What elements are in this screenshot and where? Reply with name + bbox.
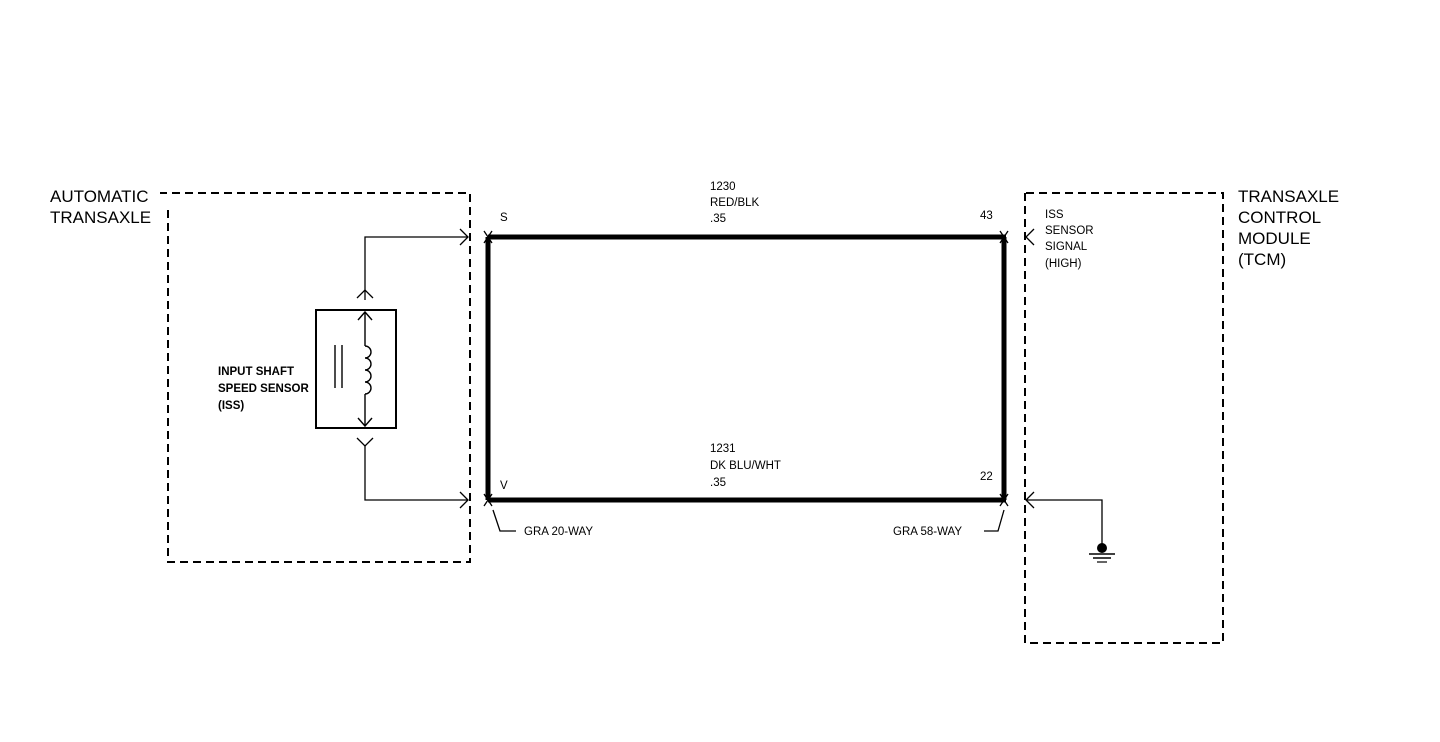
sensor-lead-top bbox=[364, 236, 468, 300]
wire-bottom-color: DK BLU/WHT bbox=[710, 460, 781, 472]
wire-top-gauge: .35 bbox=[710, 213, 726, 225]
wire-bottom-circuit: 1231 bbox=[710, 443, 736, 455]
wire-bottom-gauge: .35 bbox=[710, 477, 726, 489]
connector-bracket-right bbox=[984, 509, 1005, 532]
sensor-lead-top-pin bbox=[356, 289, 374, 299]
sensor-label-line-2: SPEED SENSOR bbox=[218, 383, 309, 395]
sensor-box bbox=[315, 309, 397, 429]
connector-labels: GRA 20-WAY GRA 58-WAY bbox=[492, 509, 1005, 538]
automatic-transaxle-title-line-1: AUTOMATIC bbox=[50, 187, 149, 206]
connector-tick-left-top bbox=[483, 230, 493, 244]
tcm-ground-lead bbox=[1026, 499, 1103, 544]
wire-top-circuit: 1230 bbox=[710, 181, 736, 193]
tcm-signal-label-line-3: SIGNAL bbox=[1045, 241, 1088, 253]
connector-tick-right-top bbox=[999, 230, 1009, 244]
harness-wires: S 1230 RED/BLK .35 43 V 1231 DK BLU/WHT … bbox=[483, 181, 1009, 507]
tcm-boundary bbox=[1024, 192, 1224, 644]
tcm-title-line-4: (TCM) bbox=[1238, 250, 1286, 269]
connector-bracket-left bbox=[492, 509, 516, 532]
ground-icon bbox=[1089, 543, 1115, 563]
sensor-lead-bottom bbox=[364, 446, 468, 501]
tcm-input-arrow-top bbox=[1025, 228, 1035, 246]
input-shaft-speed-sensor: INPUT SHAFT SPEED SENSOR (ISS) bbox=[218, 228, 469, 509]
right-pin-top: 43 bbox=[980, 210, 993, 222]
sensor-label-line-3: (ISS) bbox=[218, 400, 244, 412]
sensor-lead-bottom-pin bbox=[356, 437, 374, 447]
connector-tick-left-bottom bbox=[483, 493, 493, 507]
automatic-transaxle-module: AUTOMATIC TRANSAXLE bbox=[50, 187, 471, 563]
tcm-title-line-3: MODULE bbox=[1238, 229, 1311, 248]
tcm-signal-label-line-4: (HIGH) bbox=[1045, 258, 1082, 270]
automatic-transaxle-title-line-2: TRANSAXLE bbox=[50, 208, 151, 227]
sensor-lead-bottom-arrow bbox=[459, 491, 469, 509]
connector-left-label: GRA 20-WAY bbox=[524, 526, 593, 538]
connector-right-label: GRA 58-WAY bbox=[893, 526, 962, 538]
sensor-lead-top-arrow bbox=[459, 228, 469, 246]
tcm-module: TRANSAXLE CONTROL MODULE (TCM) ISS SENSO… bbox=[1024, 187, 1339, 644]
right-pin-bottom: 22 bbox=[980, 471, 993, 483]
connector-tick-right-bottom bbox=[999, 493, 1009, 507]
wire-top-color: RED/BLK bbox=[710, 197, 760, 209]
automatic-transaxle-boundary bbox=[160, 192, 471, 563]
tcm-title-line-1: TRANSAXLE bbox=[1238, 187, 1339, 206]
sensor-label-line-1: INPUT SHAFT bbox=[218, 366, 294, 378]
left-pin-top: S bbox=[500, 212, 508, 224]
tcm-title-line-2: CONTROL bbox=[1238, 208, 1321, 227]
tcm-signal-label-line-2: SENSOR bbox=[1045, 225, 1094, 237]
inductor-coil-icon bbox=[357, 310, 373, 428]
left-pin-bottom: V bbox=[500, 480, 508, 492]
tcm-signal-label-line-1: ISS bbox=[1045, 209, 1064, 221]
